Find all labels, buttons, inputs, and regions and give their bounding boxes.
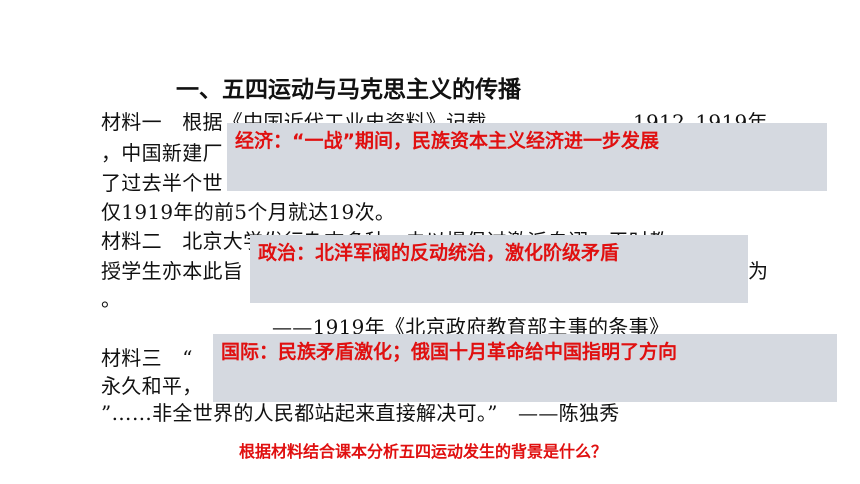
politics-answer-text: 政治：北洋军阀的反动统治，激化阶级矛盾 (258, 242, 620, 264)
material1-line2: ，中国新建厂 (101, 141, 223, 165)
international-answer-box: 国际：民族矛盾激化；俄国十月革命给中国指明了方向 (213, 334, 837, 402)
material3-line2: 永久和平， (101, 374, 203, 398)
material2-line3: 。 (101, 287, 122, 311)
question-prompt: 根据材料结合课本分析五四运动发生的背景是什么？ (239, 442, 608, 461)
international-answer-text: 国际：民族矛盾激化；俄国十月革命给中国指明了方向 (221, 341, 678, 363)
politics-answer-box: 政治：北洋军阀的反动统治，激化阶级矛盾 (250, 235, 748, 303)
material1-line3: 了过去半个世 (101, 171, 223, 195)
material3-line1: 材料三 “ (101, 346, 193, 370)
slide-title: 一、五四运动与马克思主义的传播 (176, 77, 521, 103)
economy-answer-box: 经济：“一战”期间，民族资本主义经济进一步发展 (227, 123, 827, 191)
material2-line2: 授学生亦本此旨 (101, 259, 244, 283)
economy-answer-text: 经济：“一战”期间，民族资本主义经济进一步发展 (235, 130, 659, 152)
material1-line4: 仅1919年的前5个月就达19次。 (101, 200, 396, 224)
material2-line2-end: 为 (748, 259, 769, 283)
material3-line3: ”……非全世界的人民都站起来直接解决可。” ——陈独秀 (101, 401, 620, 425)
